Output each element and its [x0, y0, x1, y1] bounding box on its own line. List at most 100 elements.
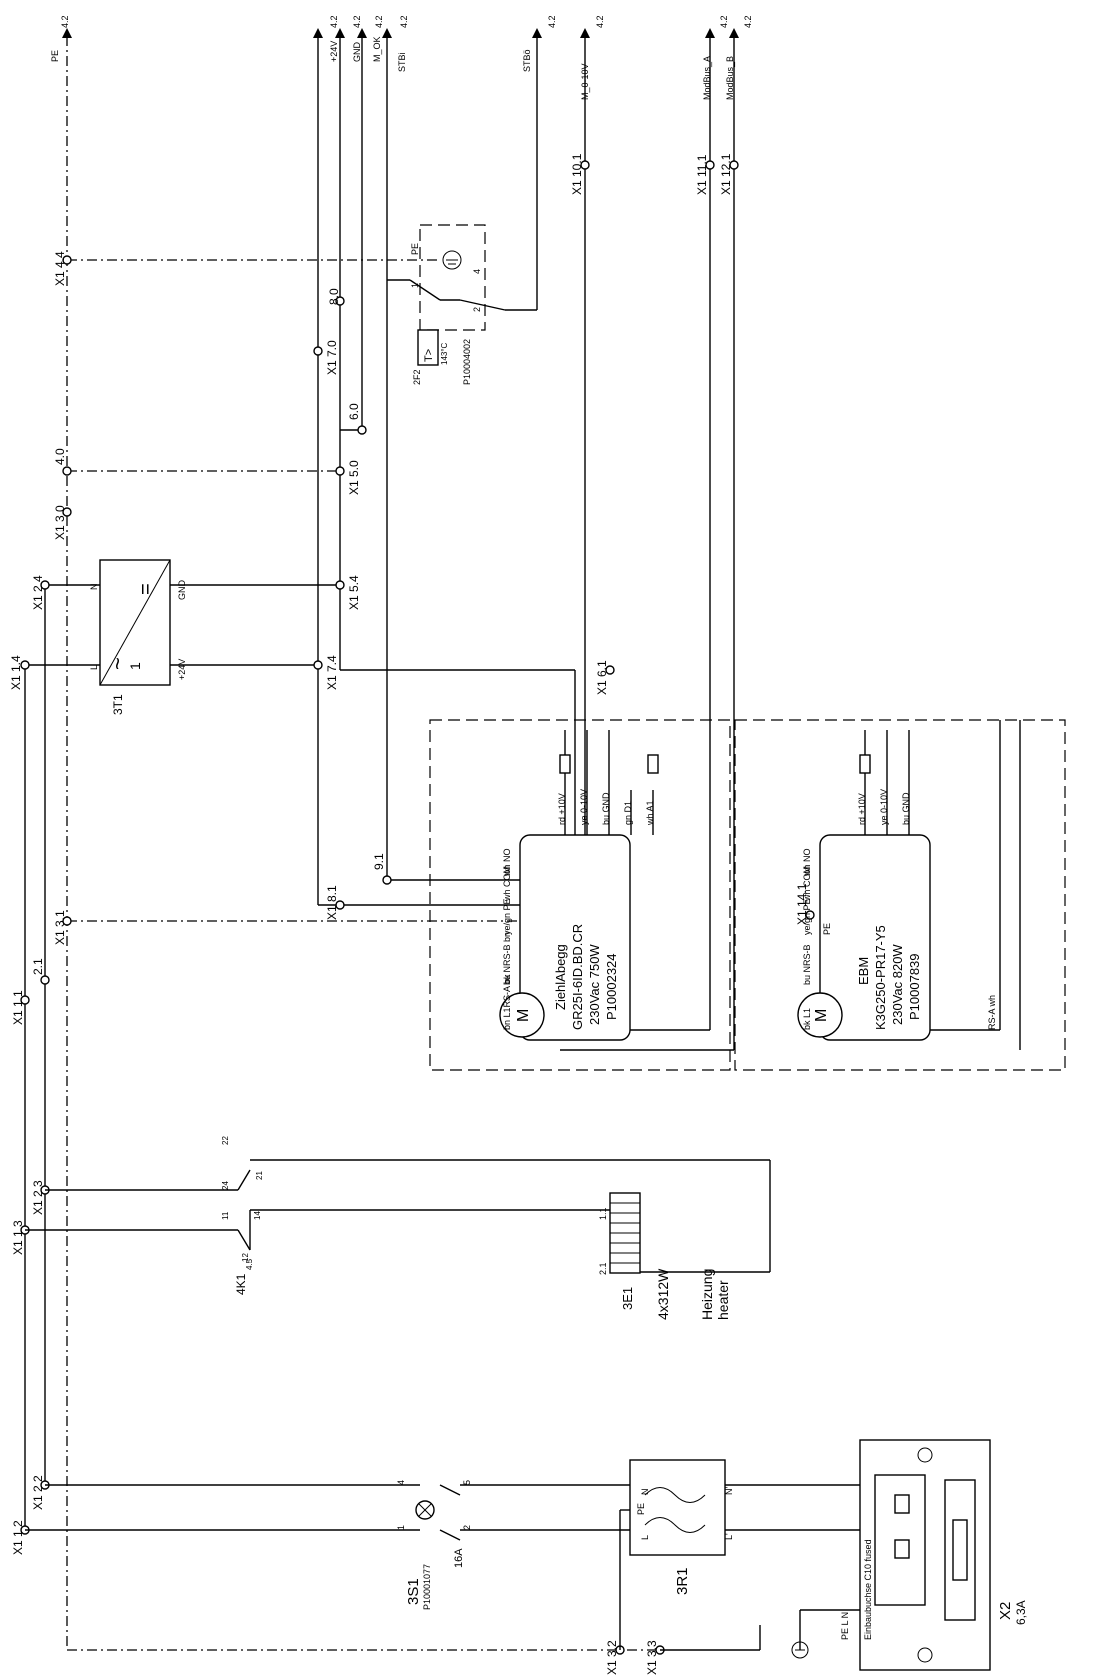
terminal-x1-3-2: X1 3.2 — [605, 1640, 619, 1675]
psu-out-24v: +24V — [177, 659, 187, 680]
motor1-relay-pe: ye/gn PE — [502, 898, 512, 935]
inlet-ref: X2 — [997, 1602, 1014, 1620]
motor1-relay-com: wh COM — [502, 866, 512, 902]
inlet-x2: X2 6,3A Einbaubuchse C10 fused PE L N — [660, 1439, 1028, 1671]
relay-contact-22: 22 — [221, 1136, 230, 1145]
thermostat-part: P10004002 — [462, 339, 472, 385]
motor1-pin-ye: ye 0-10V — [579, 789, 589, 825]
terminal-x1-10-1: X1 10.1 — [570, 153, 584, 195]
switch-pin4: 4 — [396, 1480, 406, 1485]
switch-pin2: 2 — [462, 1525, 472, 1530]
psu-ref: 3T1 — [111, 694, 125, 715]
motor1-power-l: bn L1RS-A bk — [502, 974, 512, 1030]
thermostat-temp: 143°C — [440, 342, 449, 365]
thermostat-2f2: 2F2 T> 143°C P10004002 PE 1 2 4 — [409, 224, 506, 385]
terminal-x1-11-1: X1 11.1 — [695, 154, 709, 195]
terminal-x1-8-0: 8.0 — [327, 288, 341, 305]
terminal-x1-2-2: X1 2.2 — [31, 1475, 45, 1510]
motor1-maker: ZiehlAbegg — [553, 944, 568, 1010]
terminal-x1-2-1: 2.1 — [31, 958, 45, 975]
heater-pin1: 1.1 — [598, 1207, 608, 1220]
motor1-power-n: bu NRS-B bn — [502, 932, 512, 985]
heater-3e1: 3E1 1.1 2.1 4x312W Heizung heater — [598, 1192, 770, 1320]
terminal-x1-3-0: X1 3.0 — [53, 505, 67, 540]
motor2-rs-a: RS-A wh — [987, 995, 997, 1030]
motor1-symbol: M — [515, 1009, 532, 1022]
relay-ref: 4K1 — [234, 1273, 248, 1295]
terminal-x1-1-1: X1 1.1 — [11, 990, 25, 1025]
filter-pe: PE — [636, 1503, 646, 1515]
motor2-rating: 230Vac 820W — [890, 944, 905, 1025]
psu-in-l: L — [89, 665, 99, 670]
terminal-x1-5-0: X1 5.0 — [347, 460, 361, 495]
filter-n-out: N' — [724, 1487, 734, 1495]
thermostat-pe: PE — [410, 243, 420, 255]
net-label-modbus-a: ModBus_A — [702, 56, 712, 100]
terminal-x1-3-3: X1 3.3 — [645, 1640, 659, 1675]
terminal-x1-6-1: X1 6.1 — [595, 660, 609, 695]
filter-l-in: L — [640, 1535, 650, 1540]
motor2-pin-bu: bu GND — [901, 792, 911, 825]
motor2-maker: EBM — [856, 957, 871, 985]
terminal-x1-6-0: 6.0 — [347, 403, 361, 420]
motor1-pin-rd: rd +10V — [557, 793, 567, 825]
page-ref: 4.2 — [743, 15, 753, 28]
net-label-24v: +24V — [329, 41, 339, 62]
filter-ref: 3R1 — [674, 1567, 691, 1595]
motor2-part: P10007839 — [907, 953, 922, 1020]
thermostat-pin4: 4 — [472, 269, 482, 274]
motor2-pe-tag: PE — [822, 923, 832, 935]
thermostat-pin1: 1 — [410, 283, 420, 288]
control-wires — [170, 36, 735, 1051]
motor2-relay-pe: ye/gn PE — [802, 898, 812, 935]
terminal-x1-5-4: X1 5.4 — [347, 575, 361, 610]
relay-4k1: 4K1 4.5 11 12 14 21 22 24 — [25, 1136, 771, 1295]
terminal-labels: X1 4.4 8.0 X1 7.0 6.0 X1 5.0 4.0 X1 3.0 … — [9, 153, 809, 1675]
motor1-relay-no: wh NO — [502, 848, 512, 877]
page-ref: 4.2 — [352, 15, 362, 28]
terminal-x1-2-3: X1 2.3 — [31, 1180, 45, 1215]
page-ref: 4.2 — [595, 15, 605, 28]
terminal-x1-1-4: X1 1.4 — [9, 655, 23, 690]
relay-contact-14: 14 — [253, 1211, 262, 1220]
terminal-x1-9-1: 9.1 — [372, 853, 386, 870]
power-supply-3t1: 3T1 L N +24V GND ~ 1 = — [89, 559, 187, 715]
net-label-gnd: GND — [352, 42, 362, 63]
psu-dc-symbol: = — [135, 583, 157, 595]
pe-bus — [66, 36, 660, 1651]
terminal-x1-4-4: X1 4.4 — [53, 251, 67, 286]
inlet-fuse: 6,3A — [1014, 1600, 1028, 1625]
motor2-symbol: M — [813, 1009, 830, 1022]
heater-label-en: heater — [715, 1280, 731, 1320]
page-ref: 4.2 — [399, 15, 409, 28]
psu-in-n: N — [89, 584, 99, 591]
switch-part: P10001077 — [422, 1564, 432, 1610]
motor1-pin-gn: gn D1 — [623, 801, 633, 825]
motor1-pin-wh: wh A1 — [645, 800, 655, 826]
terminal-x1-7-0: X1 7.0 — [325, 340, 339, 375]
net-label-pe: PE — [50, 50, 60, 62]
psu-out-gnd: GND — [177, 580, 187, 601]
motor1-part: P10002324 — [604, 953, 619, 1020]
switch-rating: 16A — [453, 1548, 465, 1568]
motor2-power-l: bk L1 — [802, 1008, 812, 1030]
filter-n-in: N — [640, 1489, 650, 1496]
page-ref: 4.2 — [60, 15, 70, 28]
motor2-relay-no: wh NO — [802, 848, 812, 877]
motor1-rating: 230Vac 750W — [587, 944, 602, 1025]
terminal-x1-1-2: X1 1.2 — [11, 1520, 25, 1555]
filter-3r1: 3R1 N N' L L' PE — [619, 1459, 860, 1650]
heater-power: 4x312W — [655, 1268, 671, 1320]
switch-ref: 3S1 — [405, 1578, 422, 1605]
page-ref: 4.2 — [374, 15, 384, 28]
net-label-modbus-b: ModBus_B — [725, 56, 735, 100]
terminal-x1-3-1: X1 3.1 — [53, 910, 67, 945]
psu-ac-symbol: ~ — [105, 657, 130, 670]
relay-contact-11: 11 — [221, 1211, 230, 1220]
motor2-power-n: bu NRS-B — [802, 944, 812, 985]
heater-ref: 3E1 — [620, 1287, 635, 1310]
motor2-pin-ye: ye 0-10V — [879, 789, 889, 825]
thermostat-symbol: T> — [423, 349, 435, 362]
switch-pin1: 1 — [396, 1525, 406, 1530]
